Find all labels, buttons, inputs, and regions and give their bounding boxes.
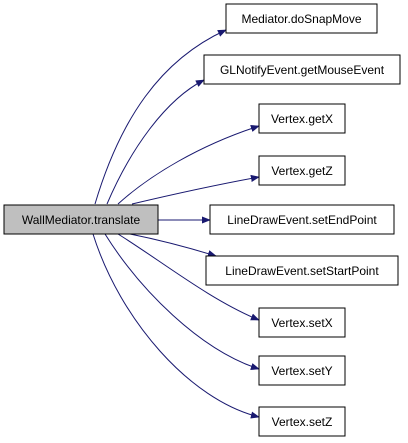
edge-to-vertex-sety <box>104 233 260 370</box>
node-vertex-setx[interactable]: Vertex.setX <box>258 307 346 338</box>
node-label: LineDrawEvent.setStartPoint <box>225 264 379 278</box>
edges <box>92 29 260 419</box>
node-vertex-sety[interactable]: Vertex.setY <box>258 355 346 386</box>
edge-to-glnotifyevent-getmouseevent <box>106 79 205 205</box>
edge-to-vertex-setz <box>92 233 260 419</box>
node-box <box>258 355 346 386</box>
node-box <box>225 3 378 34</box>
node-linedrawevent-setstartpoint[interactable]: LineDrawEvent.setStartPoint <box>205 255 399 286</box>
edge-to-vertex-setx <box>117 233 260 321</box>
node-root-label: WallMediator.translate <box>22 213 141 227</box>
edge-to-vertex-getz <box>131 174 260 205</box>
node-label: Vertex.getZ <box>271 164 332 178</box>
node-label: Mediator.doSnapMove <box>241 12 361 26</box>
node-box <box>258 307 346 338</box>
node-label: Vertex.setZ <box>272 415 333 429</box>
node-box <box>258 406 346 437</box>
node-label: Vertex.setX <box>271 316 332 330</box>
node-vertex-getz[interactable]: Vertex.getZ <box>258 155 346 186</box>
edge-to-mediator-dosnapmove <box>94 29 227 205</box>
node-label: Vertex.setY <box>271 364 332 378</box>
node-root-box <box>3 204 159 235</box>
node-vertex-setz[interactable]: Vertex.setZ <box>258 406 346 437</box>
node-box <box>203 54 401 85</box>
node-label: LineDrawEvent.setEndPoint <box>227 213 377 227</box>
node-label: Vertex.getX <box>271 112 333 126</box>
nodes: WallMediator.translate Mediator.doSnapMo… <box>3 3 401 437</box>
node-glnotifyevent-getmouseevent[interactable]: GLNotifyEvent.getMouseEvent <box>203 54 401 85</box>
node-box <box>258 103 346 134</box>
node-box <box>205 255 399 286</box>
node-box <box>209 204 395 235</box>
node-label: GLNotifyEvent.getMouseEvent <box>220 63 385 77</box>
node-linedrawevent-setendpoint[interactable]: LineDrawEvent.setEndPoint <box>209 204 395 235</box>
edge-to-vertex-getx <box>117 125 260 205</box>
node-vertex-getx[interactable]: Vertex.getX <box>258 103 346 134</box>
edge-to-linedrawevent-setstartpoint <box>129 233 217 258</box>
node-root[interactable]: WallMediator.translate <box>3 204 159 235</box>
node-box <box>258 155 346 186</box>
node-mediator-dosnapmove[interactable]: Mediator.doSnapMove <box>225 3 378 34</box>
